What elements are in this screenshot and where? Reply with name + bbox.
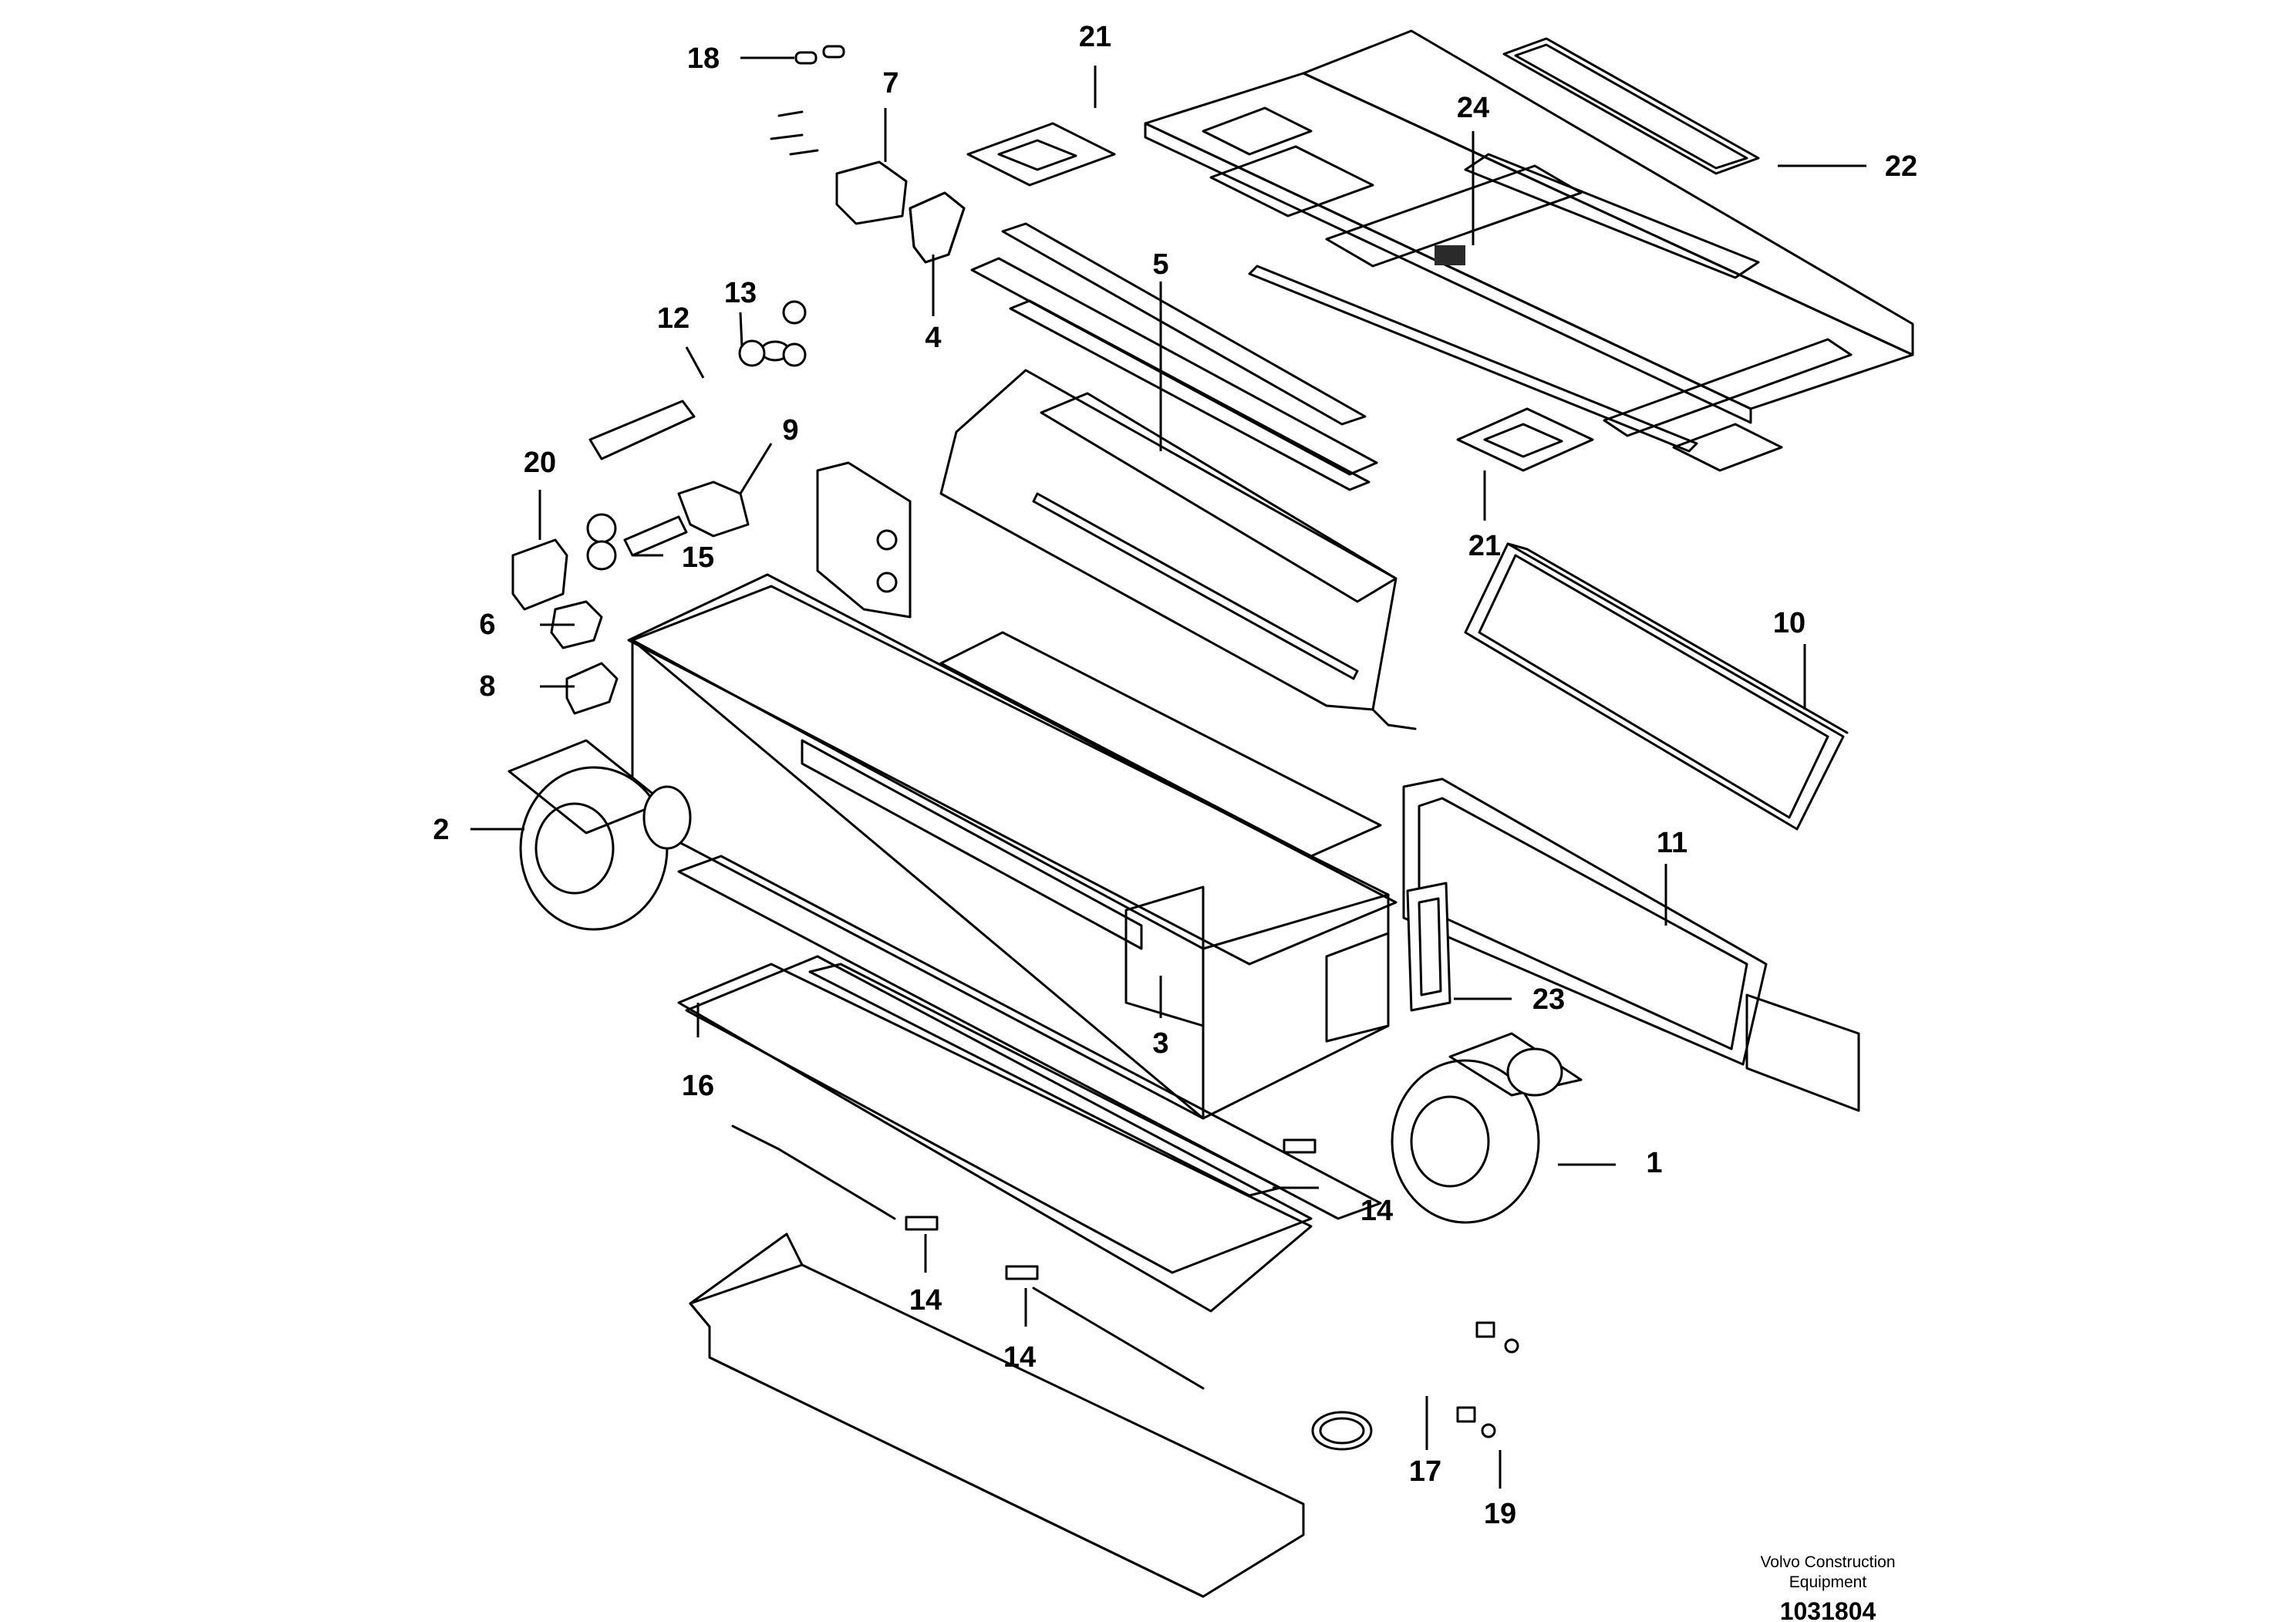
terminal-8 bbox=[565, 662, 619, 715]
footer-brand: Volvo Construction Equipment 1031804 bbox=[1760, 1553, 1895, 1622]
upper-housing-cover bbox=[939, 369, 1417, 730]
relay-6 bbox=[550, 600, 603, 649]
callout-6: 6 bbox=[479, 609, 495, 641]
callout-1: 1 bbox=[1646, 1147, 1662, 1179]
tube-hose bbox=[731, 1125, 1317, 1390]
callout-15: 15 bbox=[682, 541, 714, 574]
main-housing-box bbox=[627, 573, 1397, 1120]
callout-9: 9 bbox=[782, 414, 798, 447]
callout-2: 2 bbox=[433, 814, 449, 846]
brand-line-2: Equipment bbox=[1789, 1573, 1867, 1591]
callout-13: 13 bbox=[724, 277, 757, 309]
callout-21a: 21 bbox=[1079, 21, 1111, 53]
channel-strip-5 bbox=[970, 222, 1378, 491]
pins-18 bbox=[794, 45, 845, 65]
callout-3: 3 bbox=[1152, 1027, 1168, 1060]
callout-12: 12 bbox=[657, 302, 689, 335]
drawing-number: 1031804 bbox=[1780, 1597, 1876, 1622]
callout-16: 16 bbox=[682, 1070, 714, 1102]
lower-panel bbox=[689, 1233, 1305, 1598]
actuator-7 bbox=[770, 110, 966, 264]
relay-20 bbox=[511, 538, 568, 611]
callout-23: 23 bbox=[1532, 983, 1565, 1016]
callout-7: 7 bbox=[882, 67, 899, 99]
bracket-4 bbox=[909, 191, 966, 264]
callout-4: 4 bbox=[925, 322, 941, 354]
callout-5: 5 bbox=[1152, 248, 1168, 281]
roof-cover-panel bbox=[1144, 29, 1914, 472]
valve-9 bbox=[586, 481, 750, 571]
leader-lines bbox=[470, 56, 1866, 1489]
callout-labels: 1 2 3 4 5 6 7 8 9 10 11 12 13 14 14 14 1… bbox=[433, 21, 1917, 1530]
callout-19: 19 bbox=[1484, 1498, 1516, 1530]
brand-line-1: Volvo Construction bbox=[1760, 1553, 1895, 1571]
ring-17 bbox=[1311, 1411, 1373, 1451]
callout-20: 20 bbox=[524, 447, 556, 479]
callout-10: 10 bbox=[1773, 607, 1805, 639]
callout-17: 17 bbox=[1409, 1455, 1441, 1488]
fasteners-19 bbox=[1456, 1321, 1519, 1438]
blower-2 bbox=[507, 739, 692, 931]
callout-14a: 14 bbox=[1360, 1195, 1393, 1227]
gasket-21-bottom bbox=[1456, 407, 1594, 472]
gasket-23 bbox=[1406, 882, 1451, 1012]
gasket-21-top bbox=[966, 122, 1116, 187]
callout-22: 22 bbox=[1885, 150, 1917, 183]
callout-11: 11 bbox=[1657, 827, 1687, 859]
callout-14c: 14 bbox=[1003, 1341, 1036, 1374]
callout-14b: 14 bbox=[909, 1284, 942, 1317]
plate-bracket bbox=[816, 461, 912, 619]
blower-1 bbox=[1391, 1032, 1583, 1224]
filter-frame-10 bbox=[1464, 542, 1849, 831]
callout-21b: 21 bbox=[1468, 530, 1501, 562]
gasket-22 bbox=[1502, 37, 1760, 175]
callout-18: 18 bbox=[687, 42, 720, 75]
callout-24: 24 bbox=[1457, 92, 1489, 124]
callout-8: 8 bbox=[479, 670, 495, 703]
hose-12-13 bbox=[588, 300, 807, 460]
